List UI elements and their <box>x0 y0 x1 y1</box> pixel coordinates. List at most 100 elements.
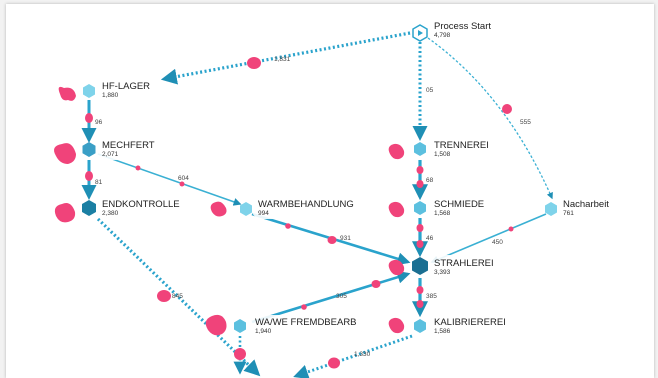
node-count: 1,508 <box>434 151 451 158</box>
edge-label: 305 <box>336 293 347 300</box>
flow-token <box>416 224 424 232</box>
edge-label: 845 <box>172 293 183 300</box>
edge-start-nacharbeit[interactable]: 555 <box>427 37 553 200</box>
node-name: KALIBRIEREREI <box>434 317 506 328</box>
flow-token <box>85 113 93 123</box>
flow-token <box>327 236 337 244</box>
node-count: 1,586 <box>434 328 451 335</box>
node-name: Nacharbeit <box>563 199 609 210</box>
flow-token <box>416 286 424 294</box>
node-endkontrolle[interactable]: ENDKONTROLLE 2,380 <box>82 197 196 219</box>
flow-token <box>416 166 424 174</box>
node-label-bg <box>427 138 503 160</box>
edge-label: 46 <box>426 235 434 242</box>
node-label-bg <box>251 197 369 219</box>
flow-token <box>301 304 307 310</box>
hexagon-icon <box>545 202 557 216</box>
edge-nacharbeit-strahlerei[interactable]: 450 <box>430 213 547 264</box>
edge-strahlerei-kalibriererei[interactable]: 385 <box>412 278 438 318</box>
node-wa-we-fremdbearb[interactable]: WA/WE FREMDBEARB 1,940 <box>234 315 375 337</box>
node-name: MECHFERT <box>102 140 155 151</box>
node-name: WA/WE FREMDBEARB <box>255 317 357 328</box>
edge-label: 05 <box>426 87 434 94</box>
flow-token <box>179 181 185 187</box>
node-count: 1,940 <box>255 328 272 335</box>
flow-token <box>157 290 171 302</box>
edge-mechfert-endkontrolle[interactable]: 81 <box>81 160 103 200</box>
node-count: 761 <box>563 210 574 217</box>
hexagon-icon <box>414 201 426 215</box>
hexagon-icon <box>412 257 428 275</box>
node-count: 2,071 <box>102 151 119 158</box>
edge-label: 68 <box>426 177 434 184</box>
node-count: 1,568 <box>434 210 451 217</box>
node-name: Process Start <box>434 21 491 32</box>
nodes: Process Start 4,798 HF-LAGER 1,880 MECHF… <box>82 21 627 337</box>
node-count: 4,798 <box>434 32 451 39</box>
node-process-start[interactable]: Process Start 4,798 <box>412 21 491 42</box>
node-name: ENDKONTROLLE <box>102 199 180 210</box>
edge-trennerei-schmiede[interactable]: 68 <box>412 160 434 201</box>
edge-start-hflager[interactable]: 1,831 <box>160 31 411 85</box>
node-label-bg <box>249 315 375 337</box>
node-hf-lager[interactable]: HF-LAGER 1,880 <box>83 80 162 102</box>
node-label-bg <box>96 80 162 102</box>
node-trennerei[interactable]: TRENNEREI 1,508 <box>414 138 503 160</box>
edge-mechfert-warmbehandlung[interactable]: 604 <box>97 153 242 206</box>
edge-label: 931 <box>340 235 351 242</box>
flow-token <box>502 104 512 114</box>
node-strahlerei[interactable]: STRAHLEREI 3,393 <box>412 255 511 277</box>
edge-warmbehandlung-strahlerei[interactable]: 931 <box>251 212 411 266</box>
edge-wawe-end[interactable] <box>233 336 247 375</box>
hexagon-icon <box>82 142 96 157</box>
edge-label: 555 <box>520 119 531 126</box>
node-label-bg <box>427 197 501 219</box>
edge-hflager-mechfert[interactable]: 96 <box>81 100 103 143</box>
process-map: 1,831 05 555 96 81 604 <box>54 21 627 378</box>
node-nacharbeit[interactable]: Nacharbeit 761 <box>545 197 627 219</box>
edge-kalibriererei-end[interactable]: 1,330 <box>293 334 413 378</box>
edge-label: 1,831 <box>274 56 291 63</box>
edge-wawe-strahlerei[interactable]: 305 <box>251 270 411 324</box>
node-mechfert[interactable]: MECHFERT 2,071 <box>82 138 169 160</box>
edge-endkontrolle-end[interactable]: 845 <box>96 217 261 377</box>
flow-token <box>247 57 261 69</box>
edge-label: 604 <box>178 175 189 182</box>
edge-label: 450 <box>492 239 503 246</box>
edge-schmiede-strahlerei[interactable]: 46 <box>412 218 434 258</box>
hexagon-icon <box>234 319 246 333</box>
flow-token <box>328 357 340 369</box>
node-name: STRAHLEREI <box>434 258 494 269</box>
flow-token <box>234 348 246 360</box>
flow-token <box>371 280 381 288</box>
node-label-bg <box>427 255 511 277</box>
hexagon-icon <box>414 319 426 333</box>
flow-token <box>416 240 424 248</box>
edge-label: 385 <box>426 293 437 300</box>
node-label-bg <box>555 197 627 219</box>
edge-label: 81 <box>95 179 103 186</box>
node-name: TRENNEREI <box>434 140 489 151</box>
node-count: 1,880 <box>102 92 119 99</box>
flow-token <box>416 300 424 308</box>
node-name: WARMBEHANDLUNG <box>258 199 354 210</box>
node-kalibriererei[interactable]: KALIBRIEREREI 1,586 <box>414 315 523 337</box>
node-label-bg <box>427 315 523 337</box>
node-warmbehandlung[interactable]: WARMBEHANDLUNG 994 <box>240 197 369 219</box>
flow-token <box>508 226 514 232</box>
node-label-bg <box>96 197 196 219</box>
flow-token <box>285 223 291 229</box>
hexagon-icon <box>240 202 252 216</box>
process-map-canvas: 1,831 05 555 96 81 604 <box>6 4 654 378</box>
node-count: 3,393 <box>434 269 451 276</box>
node-count: 2,380 <box>102 210 119 217</box>
flow-token <box>85 171 93 181</box>
node-name: SCHMIEDE <box>434 199 484 210</box>
play-icon <box>418 30 423 36</box>
flow-token <box>416 180 424 188</box>
edge-label: 96 <box>95 119 103 126</box>
hexagon-icon <box>82 200 96 216</box>
hexagon-icon <box>414 142 426 156</box>
edge-start-trennerei[interactable]: 05 <box>412 42 434 141</box>
node-schmiede[interactable]: SCHMIEDE 1,568 <box>414 197 501 219</box>
